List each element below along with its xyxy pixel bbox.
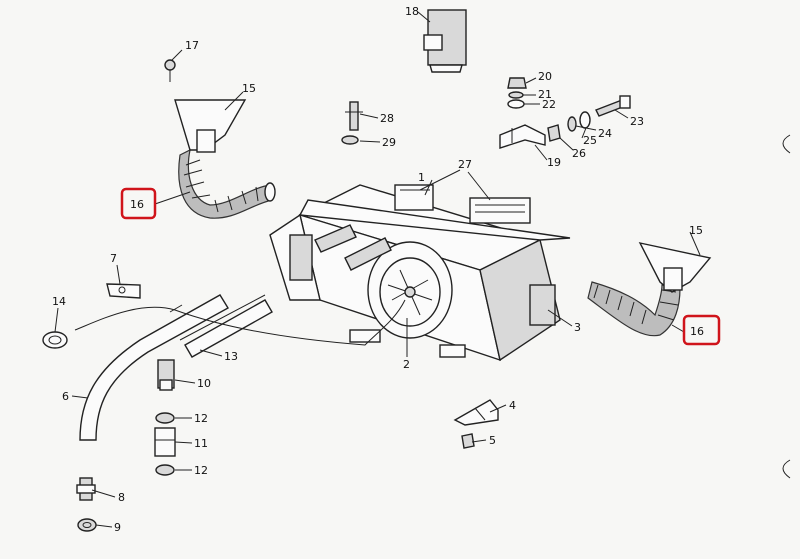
- callout-4: 4: [509, 399, 516, 412]
- washer-25: [579, 111, 591, 129]
- callout-11: 11: [194, 437, 208, 450]
- screw-17: [164, 59, 176, 82]
- left-duct-flange: [174, 99, 247, 153]
- callout-10: 10: [197, 377, 211, 390]
- heater-hose-13: [179, 294, 273, 358]
- left-air-duct-hose: [178, 148, 276, 219]
- stud-28: [345, 101, 363, 131]
- callout-20: 20: [538, 70, 552, 83]
- callout-25: 25: [583, 134, 597, 147]
- tap-valve-10: [157, 359, 175, 391]
- right-duct-flange: [638, 242, 712, 293]
- washer-24: [567, 116, 577, 132]
- nut-26: [547, 124, 561, 142]
- washer-12-bottom: [155, 464, 175, 476]
- heater-hose-6: [79, 294, 229, 441]
- bolt-23: [595, 95, 631, 117]
- washer-9: [77, 518, 97, 532]
- clip-14: [42, 331, 68, 349]
- callout-6: 6: [62, 390, 69, 403]
- bracket-7: [106, 283, 141, 299]
- leader-lines: [54, 11, 701, 528]
- callout-15-right: 15: [689, 224, 703, 237]
- bracket-19: [499, 124, 546, 149]
- highlight-box-left-16: [120, 187, 157, 220]
- callout-16-right: 16: [690, 325, 704, 338]
- washer-29: [341, 135, 359, 145]
- callout-17: 17: [185, 39, 199, 52]
- callout-2: 2: [403, 358, 410, 371]
- callout-23: 23: [630, 115, 644, 128]
- washer-21: [508, 91, 524, 99]
- callout-28: 28: [380, 112, 394, 125]
- callout-21: 21: [538, 88, 552, 101]
- callout-13: 13: [224, 350, 238, 363]
- control-valve-18: [423, 9, 467, 73]
- union-nut-11: [154, 427, 176, 457]
- binding-hole-mark: [782, 134, 791, 154]
- callout-14: 14: [52, 295, 66, 308]
- callout-19: 19: [547, 156, 561, 169]
- callout-26: 26: [572, 147, 586, 160]
- callout-29: 29: [382, 136, 396, 149]
- callout-3: 3: [574, 321, 581, 334]
- callout-1: 1: [418, 171, 425, 184]
- callout-18: 18: [405, 5, 419, 18]
- callout-9: 9: [114, 521, 121, 534]
- callout-12-top: 12: [194, 412, 208, 425]
- callout-15-left: 15: [242, 82, 256, 95]
- callout-27: 27: [458, 158, 472, 171]
- bolt-8: [76, 477, 96, 501]
- callout-12-bottom: 12: [194, 464, 208, 477]
- callout-24: 24: [598, 127, 612, 140]
- washer-22: [507, 99, 525, 109]
- blower-fan-wheel: [367, 241, 453, 339]
- washer-12-top: [155, 412, 175, 424]
- box-inlet-pipes: [314, 224, 392, 271]
- bracket-4: [453, 399, 499, 426]
- callout-7: 7: [110, 252, 117, 265]
- highlight-box-right-16: [682, 314, 721, 346]
- binding-hole-mark: [782, 459, 791, 479]
- callout-8: 8: [118, 491, 125, 504]
- wiring-harness: [74, 299, 406, 346]
- nut-5: [461, 433, 475, 449]
- callout-5: 5: [489, 434, 496, 447]
- callout-22: 22: [542, 98, 556, 111]
- nut-20: [507, 77, 527, 89]
- callout-16-left: 16: [130, 198, 144, 211]
